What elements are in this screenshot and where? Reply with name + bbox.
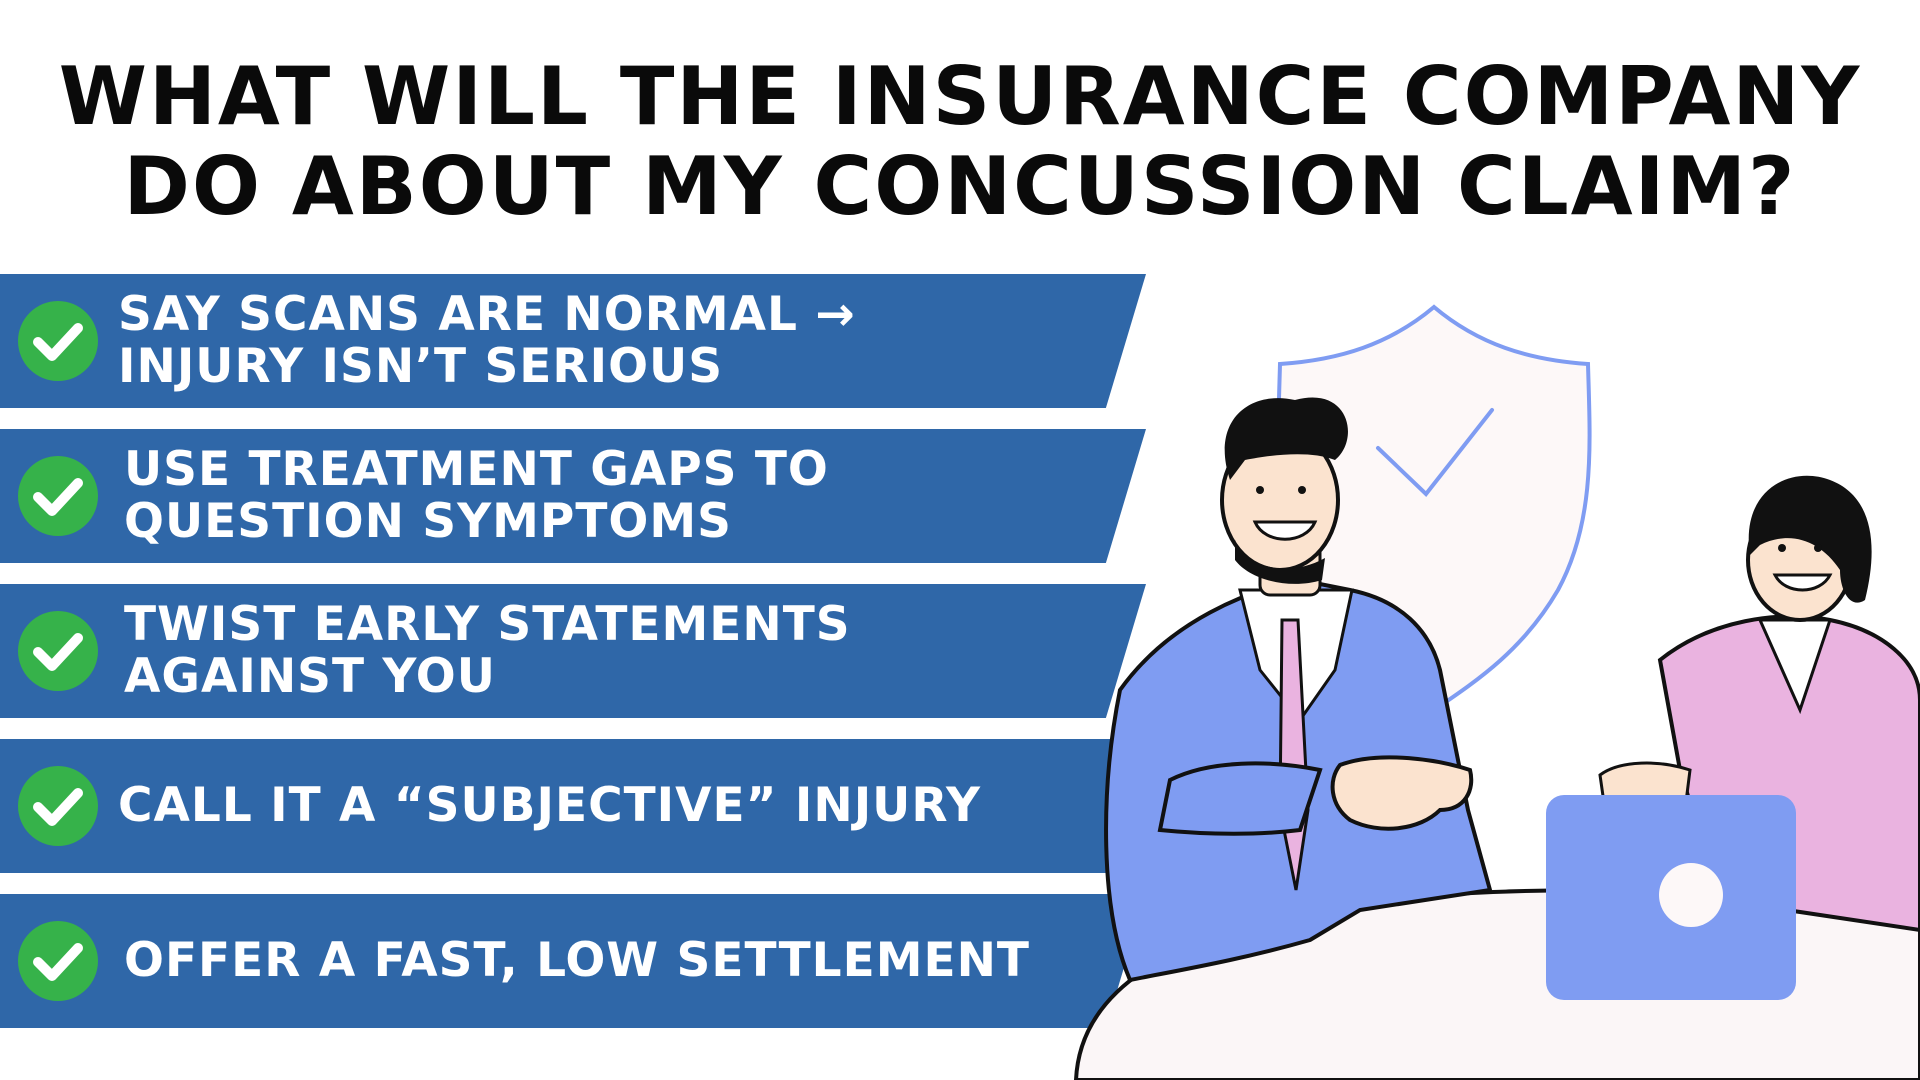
title-line-2: DO ABOUT MY CONCUSSION CLAIM? bbox=[123, 139, 1797, 233]
check-icon bbox=[18, 766, 98, 846]
page-title: WHAT WILL THE INSURANCE COMPANY DO ABOUT… bbox=[0, 52, 1920, 231]
list-item: CALL IT A “SUBJECTIVE” INJURY bbox=[0, 739, 1146, 873]
list-item: SAY SCANS ARE NORMAL → INJURY ISN’T SERI… bbox=[0, 274, 1146, 408]
list-item-line-2: INJURY ISN’T SERIOUS bbox=[118, 339, 724, 394]
list-item-line-2: AGAINST YOU bbox=[124, 649, 496, 704]
list-item-line-1: USE TREATMENT GAPS TO bbox=[124, 442, 829, 498]
title-line-1: WHAT WILL THE INSURANCE COMPANY bbox=[58, 50, 1862, 143]
list-item-label: SAY SCANS ARE NORMAL → INJURY ISN’T SERI… bbox=[118, 274, 856, 408]
tactics-list: SAY SCANS ARE NORMAL → INJURY ISN’T SERI… bbox=[0, 274, 1146, 1028]
list-item-line-1: OFFER A FAST, LOW SETTLEMENT bbox=[124, 933, 1030, 989]
list-item-label: TWIST EARLY STATEMENTS AGAINST YOU bbox=[124, 584, 851, 718]
laptop-icon bbox=[1546, 795, 1796, 1000]
list-item-line-2: QUESTION SYMPTOMS bbox=[124, 494, 733, 549]
businessman bbox=[1104, 397, 1493, 983]
meeting-illustration bbox=[1073, 304, 1920, 1080]
list-item-label: USE TREATMENT GAPS TO QUESTION SYMPTOMS bbox=[124, 429, 829, 563]
list-item: OFFER A FAST, LOW SETTLEMENT bbox=[0, 894, 1146, 1028]
check-icon bbox=[18, 611, 98, 691]
list-item-label: OFFER A FAST, LOW SETTLEMENT bbox=[124, 894, 1030, 1028]
list-item-label: CALL IT A “SUBJECTIVE” INJURY bbox=[118, 739, 981, 873]
list-item: USE TREATMENT GAPS TO QUESTION SYMPTOMS bbox=[0, 429, 1146, 563]
list-item-line-1: CALL IT A “SUBJECTIVE” INJURY bbox=[118, 778, 981, 834]
list-item-line-1: TWIST EARLY STATEMENTS bbox=[124, 597, 851, 653]
list-item-line-1: SAY SCANS ARE NORMAL → bbox=[118, 287, 856, 343]
list-item: TWIST EARLY STATEMENTS AGAINST YOU bbox=[0, 584, 1146, 718]
check-icon bbox=[18, 921, 98, 1001]
check-icon bbox=[18, 301, 98, 381]
check-icon bbox=[18, 456, 98, 536]
